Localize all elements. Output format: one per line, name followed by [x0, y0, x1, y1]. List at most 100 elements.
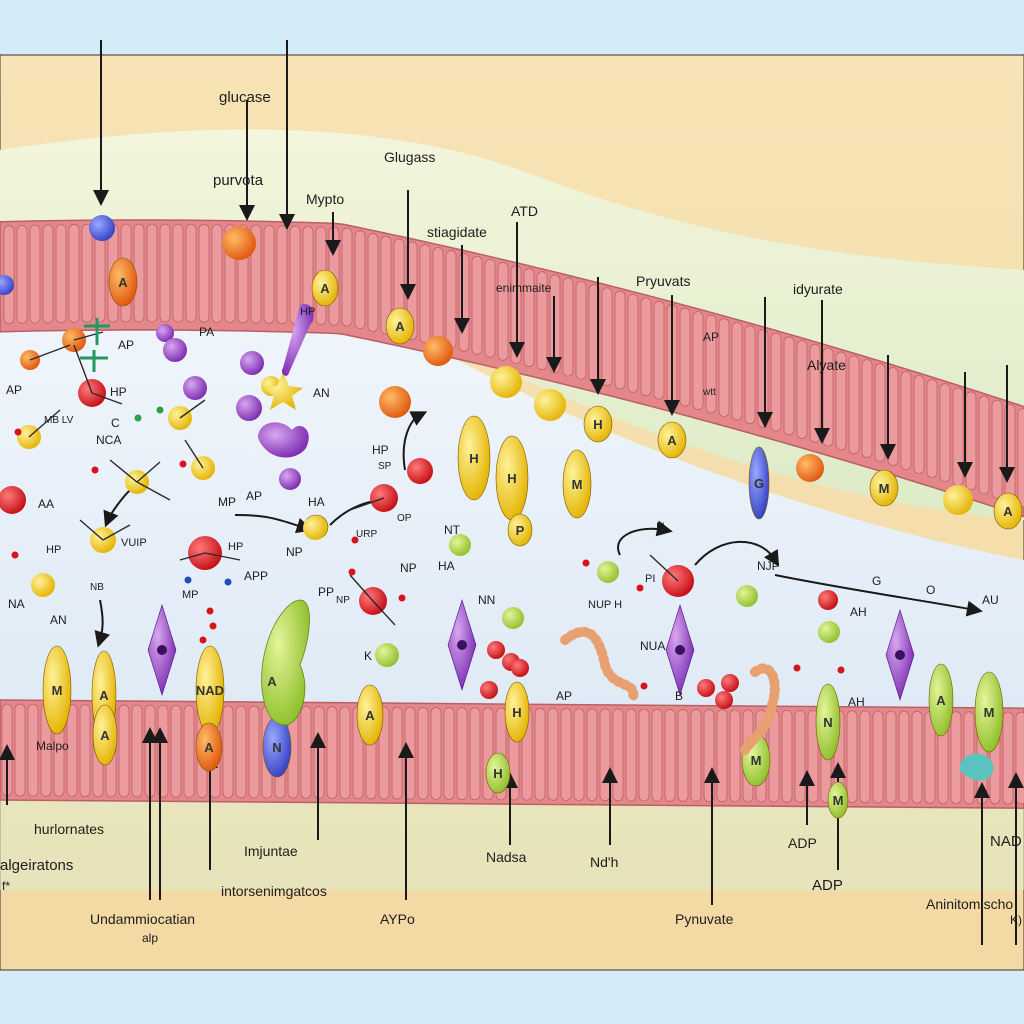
membrane-cell: [794, 709, 806, 803]
membrane-cell: [872, 710, 884, 804]
small-dot: [209, 622, 217, 630]
molecule-letter: N: [272, 740, 281, 755]
molecule-ball: [943, 485, 973, 515]
mol-label-hp-top: HP: [300, 306, 316, 318]
membrane-cell: [614, 290, 626, 390]
membrane-cell: [16, 224, 28, 324]
small-dot: [134, 414, 142, 422]
molecule-capsule: [311, 269, 339, 307]
mol-label-ap-3: AP: [246, 489, 263, 503]
molecule-bond: [109, 459, 138, 483]
mol-label-nca: NCA: [96, 433, 122, 447]
membrane-cell: [705, 314, 717, 414]
mol-label-np-1: NP: [286, 545, 303, 559]
mol-label-ah-2: AH: [848, 695, 865, 709]
molecule-letter: H: [593, 417, 602, 432]
label-pynuvate: Pynuvate: [675, 911, 734, 927]
mol-label-c-1: C: [111, 416, 120, 430]
membrane-cell: [79, 704, 91, 798]
membrane-cell: [29, 224, 41, 324]
small-dot: [184, 576, 192, 584]
molecule-bond: [102, 524, 131, 541]
membrane-cell: [913, 375, 925, 474]
membrane-cell: [484, 258, 496, 358]
mol-label-mp: MP: [218, 495, 236, 509]
membrane-cell: [562, 277, 574, 377]
molecule-letter: H: [469, 451, 478, 466]
molecule-bond: [91, 392, 123, 405]
molecule-letter: A: [1003, 504, 1013, 519]
membrane-cell: [952, 387, 964, 487]
label-glugass: Glugass: [384, 149, 436, 165]
small-dot: [156, 406, 164, 414]
small-dot: [398, 594, 406, 602]
molecule-letter: H: [512, 705, 521, 720]
mol-label-ha-1: HA: [308, 495, 325, 509]
membrane-cell: [66, 704, 78, 797]
molecule-ball: [163, 338, 187, 362]
label-adp-1: ADP: [788, 835, 817, 851]
molecule-capsule: [507, 513, 533, 547]
molecule-ball: [156, 324, 174, 342]
mol-label-nup-h: NUP H: [588, 599, 623, 611]
molecule-letter: M: [984, 705, 995, 720]
molecule-ball: [736, 585, 758, 607]
membrane-cell: [1002, 711, 1014, 805]
molecule-ball: [487, 641, 505, 659]
molecule-ball: [818, 621, 840, 643]
mol-label-n-1: N: [656, 520, 665, 534]
mol-label-an-2: AN: [50, 613, 67, 627]
membrane-cell: [211, 224, 223, 323]
membrane-cell: [874, 363, 886, 462]
molecule-capsule: [195, 722, 223, 772]
reaction-arrow: [103, 489, 131, 528]
membrane-cell: [430, 707, 442, 800]
membrane-cell: [235, 705, 247, 799]
membrane-cell: [42, 224, 54, 324]
molecule-letter: A: [99, 688, 109, 703]
membrane-cell: [456, 707, 468, 801]
molecule-capsule: [657, 421, 687, 459]
molecule-ball: [697, 679, 715, 697]
membrane-cell: [573, 708, 585, 801]
label-glucase: glucase: [219, 89, 271, 106]
mol-label-mb-lv: MB LV: [44, 415, 74, 426]
small-dot: [179, 460, 187, 468]
membrane-cell: [419, 244, 431, 344]
membrane-cell: [911, 710, 923, 804]
membrane-cell: [185, 223, 197, 323]
label-purvota: purvota: [213, 172, 264, 189]
mol-label-ah: AH: [850, 605, 867, 619]
molecule-capsule: [485, 752, 511, 794]
membrane-cell: [391, 706, 403, 800]
membrane-cell: [978, 395, 990, 495]
mol-label-np-3: NP: [336, 595, 350, 606]
membrane-cell: [601, 287, 613, 387]
membrane-cell: [1015, 711, 1024, 805]
small-dot: [224, 578, 232, 586]
small-dot: [206, 607, 214, 615]
label-ap-top-right: AP: [703, 330, 720, 344]
molecule-letter: H: [493, 766, 502, 781]
molecule-ball: [407, 458, 433, 484]
mol-label-hp-2: HP: [372, 443, 389, 457]
molecule-ball: [375, 643, 399, 667]
mol-label-nua: NUA: [640, 639, 666, 653]
peptide-chain: [560, 627, 639, 705]
label-nad: NAD: [990, 833, 1022, 850]
star-molecule: [263, 372, 303, 410]
mol-label-k-1: K: [364, 649, 373, 663]
molecule-ball: [511, 659, 529, 677]
mol-label-ha-3: HA: [438, 559, 455, 573]
membrane-cell: [534, 707, 546, 801]
molecule-letter: NAD: [196, 683, 224, 698]
membrane-cell: [690, 709, 702, 802]
molecule-capsule: [356, 684, 384, 746]
membrane-cell: [68, 224, 80, 323]
molecule-bond: [349, 497, 385, 511]
small-dot: [793, 664, 801, 672]
small-dot: [351, 536, 359, 544]
diamond-core: [895, 650, 905, 660]
molecule-capsule: [42, 645, 72, 735]
